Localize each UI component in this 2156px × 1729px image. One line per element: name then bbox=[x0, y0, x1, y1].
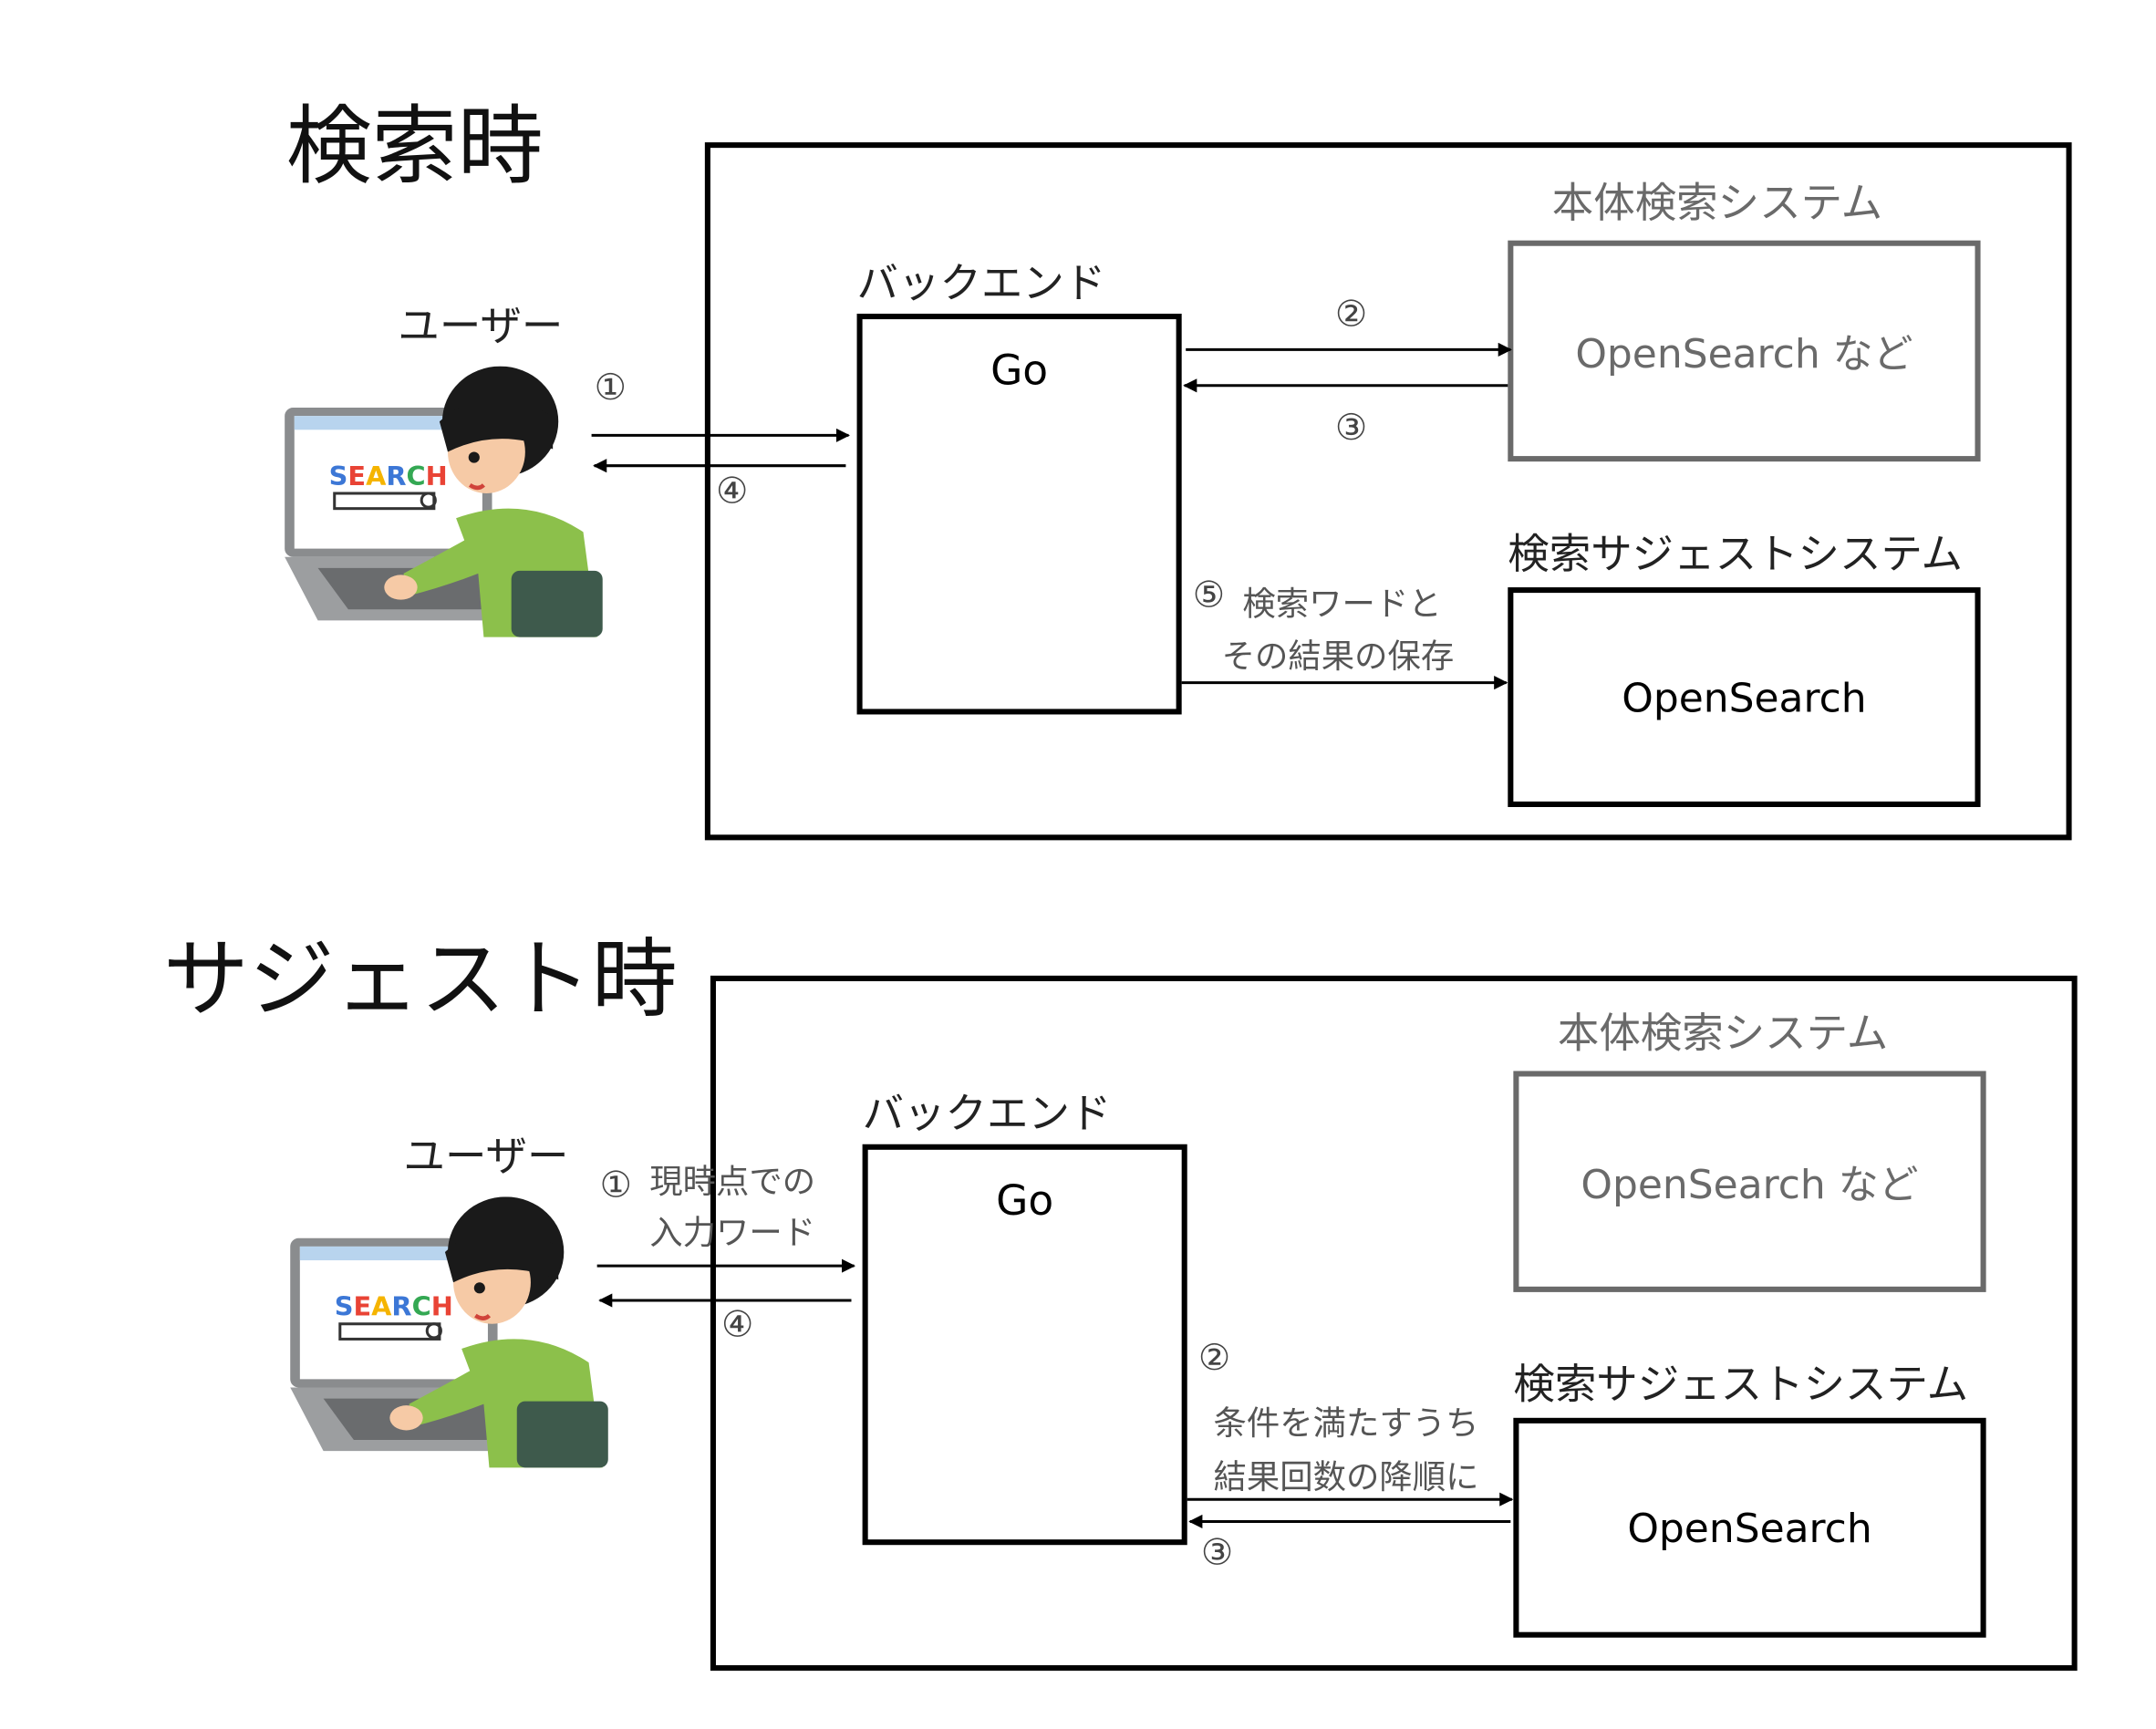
search-system-frame bbox=[704, 142, 2072, 841]
search-backend-go-box: Go bbox=[856, 313, 1182, 715]
search-section-title: 検索時 bbox=[285, 95, 544, 197]
search-suggest-system-label: 検索サジェストシステム bbox=[1508, 530, 1964, 579]
suggest-step2-line1: 条件を満たすうち bbox=[1213, 1403, 1479, 1444]
suggest-section-title: サジェスト時 bbox=[162, 928, 678, 1030]
suggest-step1-number: ① bbox=[599, 1165, 633, 1206]
suggest-user-illustration: SEARCH bbox=[290, 1196, 608, 1468]
suggest-main-system-label: 本体検索システム bbox=[1557, 1009, 1889, 1059]
suggest-step2-number: ② bbox=[1197, 1337, 1231, 1380]
search-user-illustration: SEARCH bbox=[285, 366, 603, 637]
svg-text:SEARCH: SEARCH bbox=[329, 461, 448, 492]
search-main-system-label: 本体検索システム bbox=[1551, 180, 1883, 229]
suggest-step1-line1: 現時点での bbox=[649, 1162, 816, 1201]
suggest-step3-number: ③ bbox=[1200, 1532, 1234, 1575]
suggest-step1-line2: 入力ワード bbox=[649, 1213, 816, 1252]
suggest-backend-go-box: Go bbox=[862, 1144, 1187, 1546]
search-step5-number: ⑤ bbox=[1192, 575, 1226, 616]
search-step5-line1: 検索ワードと bbox=[1242, 585, 1442, 624]
search-suggest-system-box: OpenSearch bbox=[1508, 587, 1981, 807]
search-backend-label: バックエンド bbox=[856, 259, 1106, 308]
search-step1-number: ① bbox=[594, 368, 627, 409]
suggest-step2-line2: 結果回数の降順に bbox=[1213, 1457, 1479, 1497]
search-user-label: ユーザー bbox=[398, 302, 564, 351]
search-step5-line2: その結果の保存 bbox=[1221, 637, 1455, 677]
suggest-backend-label: バックエンド bbox=[862, 1090, 1112, 1139]
suggest-go-label: Go bbox=[996, 1177, 1054, 1227]
svg-text:SEARCH: SEARCH bbox=[335, 1291, 453, 1322]
search-step3-number: ③ bbox=[1334, 408, 1368, 450]
search-go-label: Go bbox=[990, 347, 1049, 396]
suggest-suggest-system-label: 検索サジェストシステム bbox=[1513, 1361, 1969, 1410]
search-step2-number: ② bbox=[1334, 294, 1368, 336]
suggest-suggest-system-box: OpenSearch bbox=[1513, 1417, 1986, 1638]
search-step4-number: ④ bbox=[715, 471, 749, 513]
suggest-user-label: ユーザー bbox=[403, 1133, 569, 1182]
suggest-main-system-box: OpenSearch など bbox=[1513, 1071, 1986, 1292]
suggest-step4-number: ④ bbox=[721, 1304, 754, 1346]
suggest-system-frame bbox=[710, 975, 2078, 1672]
